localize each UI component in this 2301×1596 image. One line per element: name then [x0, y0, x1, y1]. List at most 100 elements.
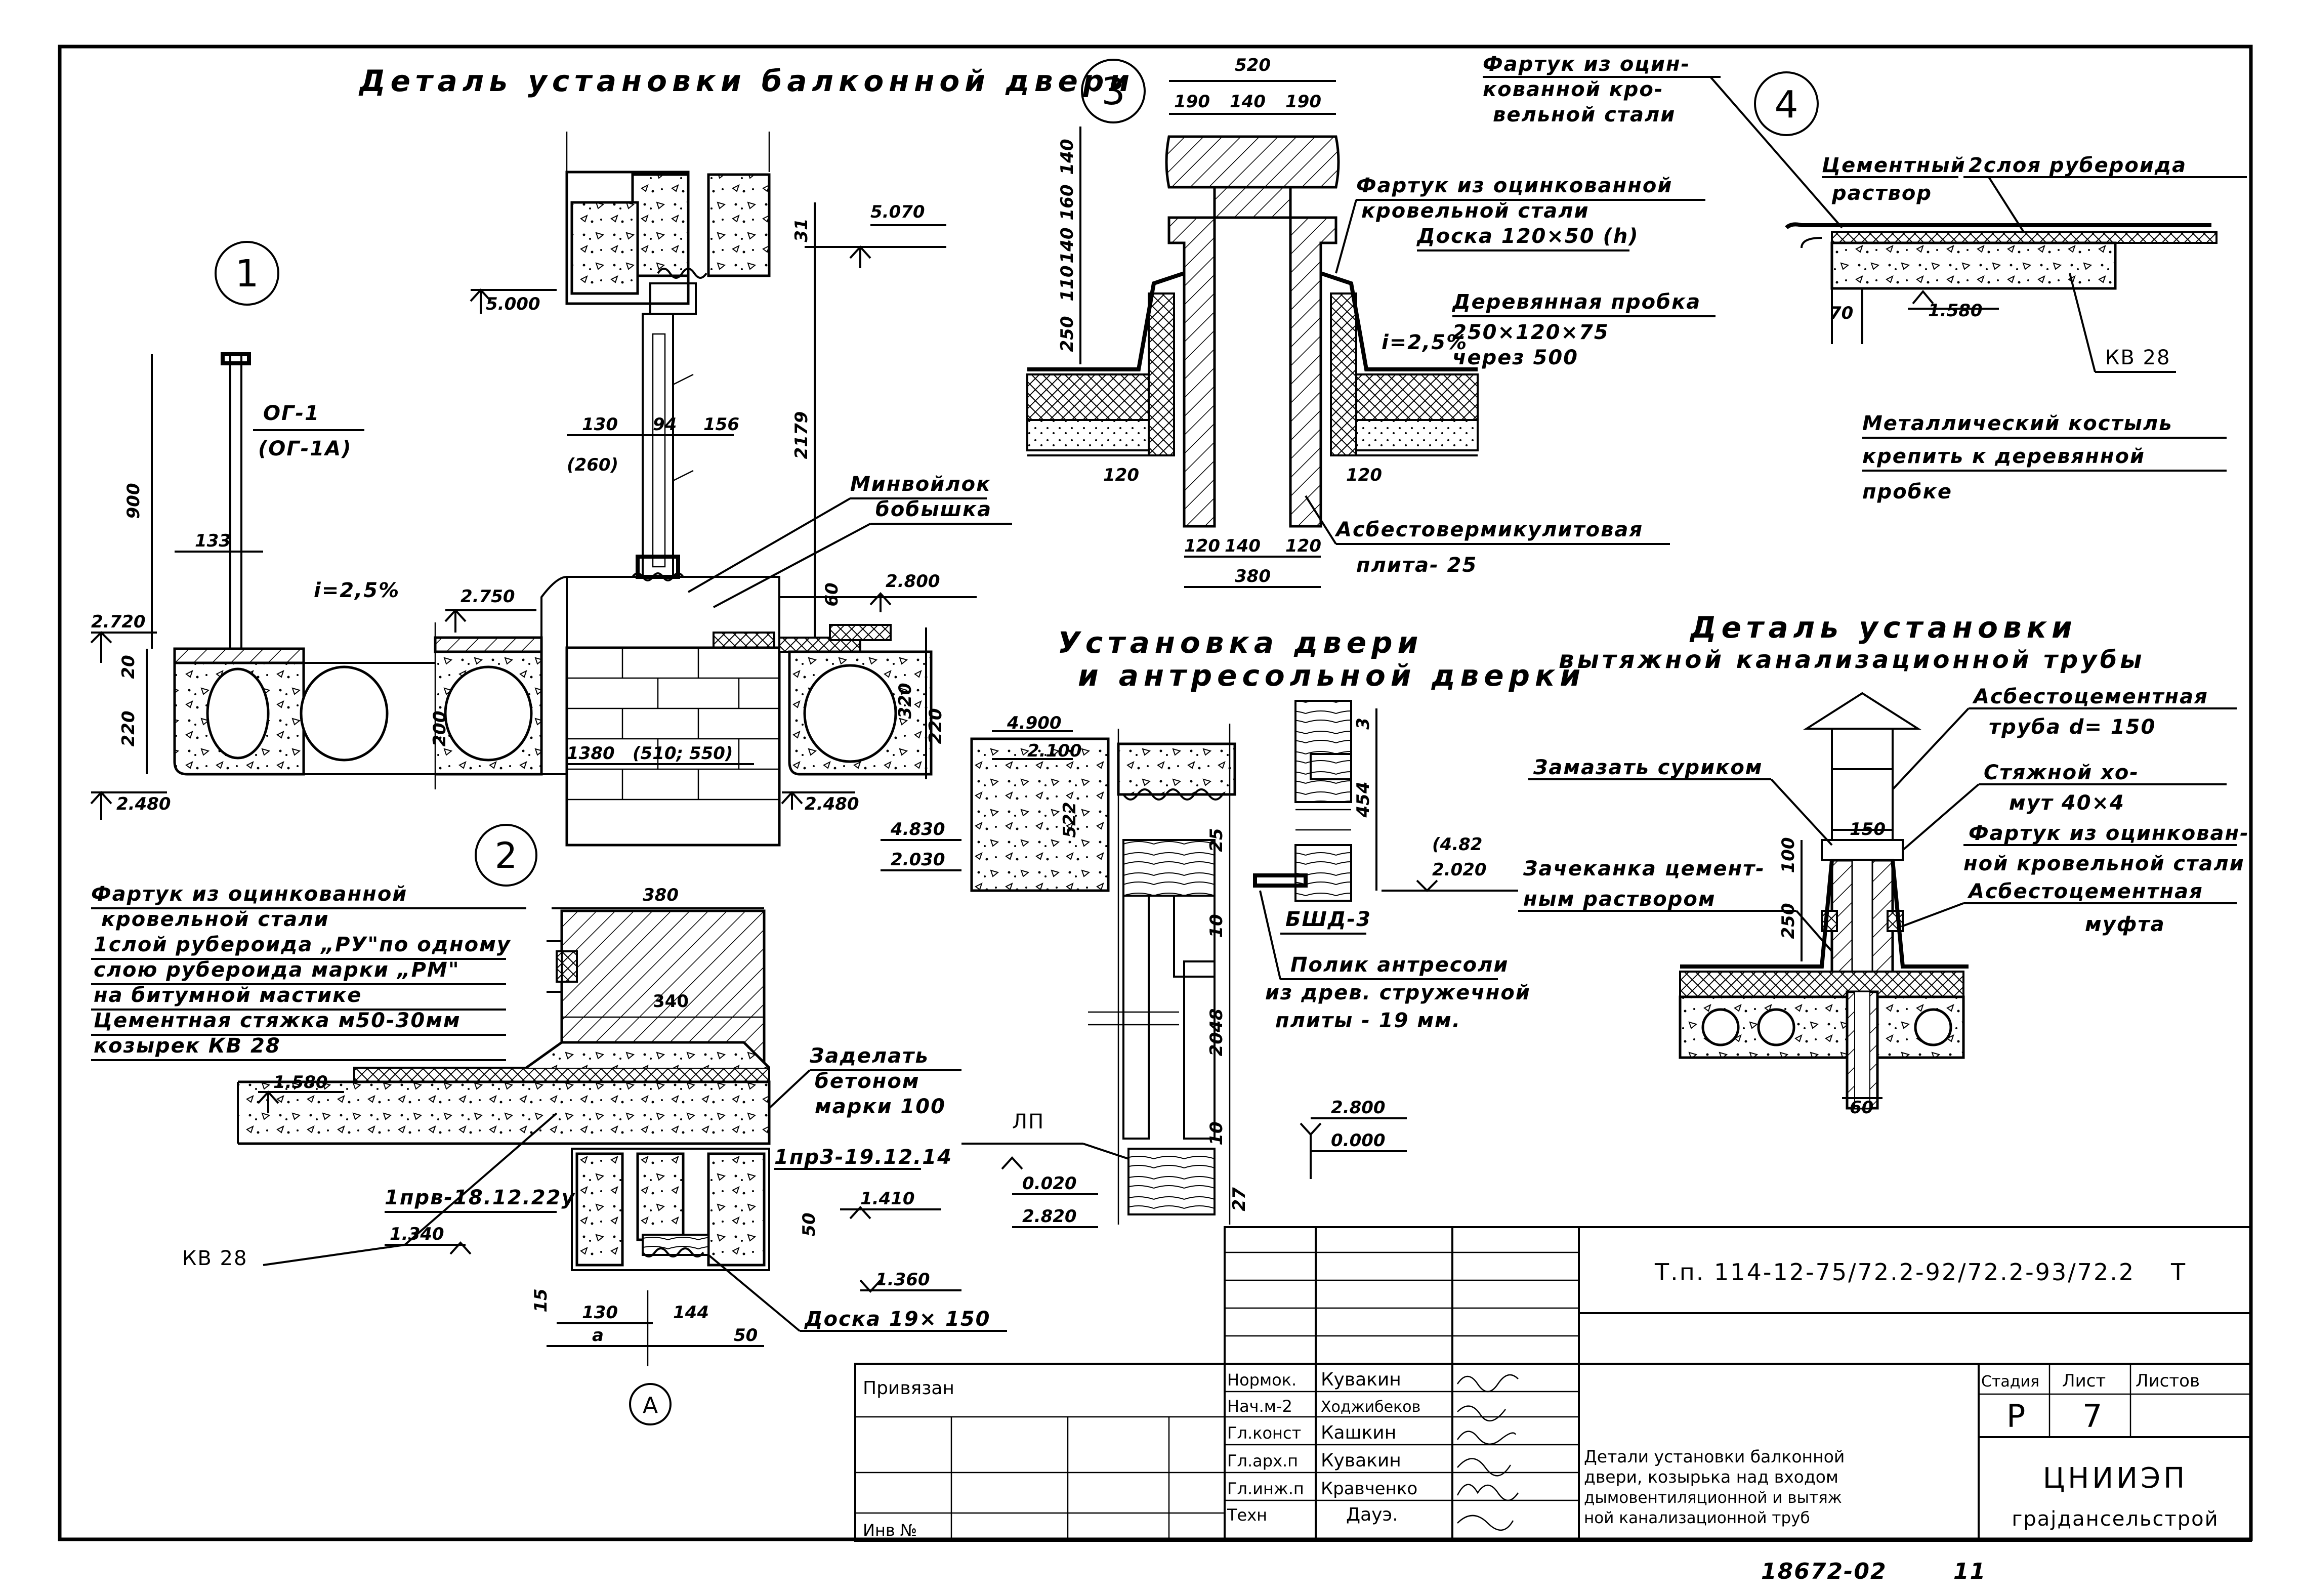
pipe-label-right-1: труба d= 150 — [1989, 716, 2156, 739]
detail-4-crutch-1: крепить к деревянной — [1862, 445, 2145, 468]
pipe-dim-250: 250 — [1778, 903, 1798, 939]
pipe-label-right-2: Стяжной хо- — [1984, 761, 2139, 784]
detail-4-cement-1: раствор — [1831, 182, 1932, 205]
detail-2-axis-dim: а — [592, 1325, 604, 1346]
detail-3-label-plug-step: через 500 — [1452, 346, 1578, 369]
detail-2-dim-50h: 50 — [734, 1325, 758, 1346]
door-dim-522: 522 — [1060, 802, 1080, 838]
detail-2-note-5: Цементная стяжка м50-30мм — [94, 1009, 461, 1032]
balcony-level-2480: 2.480 — [805, 794, 859, 814]
detail-4-felt: 2слоя рубероида — [1969, 154, 2187, 177]
door-level-482: (4.82 — [1432, 834, 1482, 855]
balcony-detail: Деталь установки балконной двери 5.000 5… — [358, 64, 1135, 871]
pipe-dim-100: 100 — [1778, 837, 1798, 873]
stage-label: Стадия — [1981, 1373, 2039, 1391]
detail-1-level-bottom: 2.480 — [116, 794, 171, 814]
balcony-level-4830: 4.830 — [890, 819, 945, 839]
pipe-label-right-3: мут 40×4 — [2009, 791, 2125, 815]
detail-4-apron-0: Фартук из оцин- — [1483, 53, 1690, 76]
detail-4-level: 1.580 — [1928, 301, 1983, 321]
balcony-level-2800: 2.800 — [886, 571, 940, 592]
detail-4-crutch-0: Металлический костыль — [1862, 412, 2172, 435]
door-level-0020: 0.020 — [1022, 1173, 1077, 1194]
detail-3-slope: i=2,5% — [1382, 331, 1468, 354]
detail-2-number: 2 — [495, 835, 518, 876]
detail-3-asbestos-2: плита- 25 — [1356, 554, 1477, 577]
detail-3-dim-520: 520 — [1235, 55, 1271, 75]
detail-3-label-apron: Фартук из оцинкованной — [1356, 174, 1672, 197]
door-level-2020: 2.020 — [1432, 860, 1487, 880]
detail-2-dim-15: 15 — [531, 1288, 551, 1312]
role-0: Нормок. — [1227, 1370, 1296, 1390]
balcony-dim-320: 320 — [895, 683, 915, 719]
detail-2-note-4: на битумной мастике — [94, 984, 362, 1007]
role-2: Гл.конст — [1227, 1423, 1301, 1443]
door-title-2: и антресольной дверки — [1078, 658, 1585, 693]
detail-3-dim-250: 250 — [1057, 316, 1077, 352]
description-1: двери, козырька над входом — [1584, 1467, 1838, 1487]
role-1-name: Ходжибеков — [1321, 1398, 1420, 1416]
detail-3-dim-120-a: 120 — [1184, 536, 1220, 556]
detail-4-kv: КВ 28 — [2105, 346, 2170, 369]
balcony-title: Деталь установки балконной двери — [358, 64, 1135, 98]
detail-2-dim-50v: 50 — [799, 1212, 819, 1236]
detail-2-note-1: кровельной стали — [101, 908, 329, 931]
detail-2-seal-label-0: Заделать — [809, 1044, 929, 1068]
role-5: Техн — [1227, 1505, 1267, 1525]
detail-2-level-1410: 1.410 — [860, 1189, 915, 1209]
detail-2-dim-144: 144 — [673, 1303, 709, 1323]
org-name-2: грајдансельстрой — [2012, 1507, 2219, 1531]
detail-4: 4 Фартук из оцин- кованной кро- вельной … — [1483, 53, 2247, 503]
door-dim-10a: 10 — [1206, 914, 1227, 938]
door-floor-0: Полик антресоли — [1290, 953, 1509, 977]
door-bsh: БШД-3 — [1285, 908, 1371, 931]
door-dim-10b: 10 — [1206, 1121, 1227, 1145]
door-level-4900: 4.900 — [1007, 713, 1062, 733]
pipe-label-left-2: ным раствором — [1523, 888, 1716, 911]
inv-label: Инв № — [863, 1521, 917, 1540]
sheet-value: 7 — [2082, 1398, 2102, 1435]
detail-1-number: 1 — [235, 252, 259, 296]
pipe-label-right-0: Асбестоцементная — [1972, 685, 2208, 708]
balcony-dim-94: 94 — [653, 414, 677, 435]
detail-2-dim-380: 380 — [643, 885, 679, 905]
balcony-dim-130: 130 — [582, 414, 618, 435]
balcony-dim-156: 156 — [703, 414, 739, 435]
detail-2-callout — [475, 824, 537, 887]
archive-number: 18672-02 — [1761, 1559, 1887, 1584]
detail-1-dim-220: 220 — [118, 711, 139, 747]
detail-2-axis-label: А — [643, 1393, 658, 1418]
detail-3-dim-160: 160 — [1057, 185, 1077, 221]
detail-3-label-board: Доска 120×50 (h) — [1416, 225, 1639, 248]
detail-4-cement-0: Цементный — [1822, 154, 1966, 177]
pipe-label-right-5: ной кровельной стали — [1963, 852, 2245, 875]
detail-1-slope: i=2,5% — [314, 579, 400, 602]
page-number: 11 — [1953, 1559, 1986, 1584]
sheet-frame — [58, 45, 2253, 1541]
role-4-name: Кравченко — [1321, 1479, 1417, 1499]
door-dim-3: 3 — [1353, 718, 1373, 730]
detail-3: 3 520 190 140 190 140 160 140 110 250 Фа — [1026, 55, 1716, 588]
detail-3-dim-140a: 140 — [1057, 139, 1077, 175]
org-name-1: ЦНИИЭП — [2043, 1462, 2188, 1495]
detail-2-level-1360: 1.360 — [875, 1270, 930, 1290]
door-level-2800: 2.800 — [1331, 1098, 1386, 1118]
detail-2-note-0: Фартук из оцинкованной — [91, 883, 407, 906]
detail-1-callout — [215, 241, 279, 306]
detail-1: 1 ОГ-1 (ОГ-1А) i=2,5% 900 133 20 220 2.7… — [90, 241, 435, 820]
detail-1-dim-offset: 133 — [195, 531, 231, 551]
balcony-label-boss: бобышка — [875, 498, 992, 521]
detail-2-seal-label-2: марки 100 — [815, 1095, 946, 1118]
description-3: ной канализационной труб — [1584, 1509, 1810, 1527]
balcony-dim-60: 60 — [822, 582, 842, 606]
door-title-1: Установка двери — [1058, 625, 1423, 660]
detail-1-level-top: 2.720 — [91, 612, 146, 632]
balcony-dim-2179: 2179 — [791, 411, 812, 459]
pipe-label-left-0: Замазать суриком — [1533, 756, 1763, 779]
detail-3-dim-190a: 190 — [1174, 92, 1210, 112]
role-1: Нач.м-2 — [1227, 1397, 1292, 1416]
detail-3-label-steel: кровельной стали — [1361, 199, 1589, 223]
tied-label: Привязан — [863, 1378, 954, 1399]
balcony-level-5000: 5.000 — [486, 294, 540, 314]
